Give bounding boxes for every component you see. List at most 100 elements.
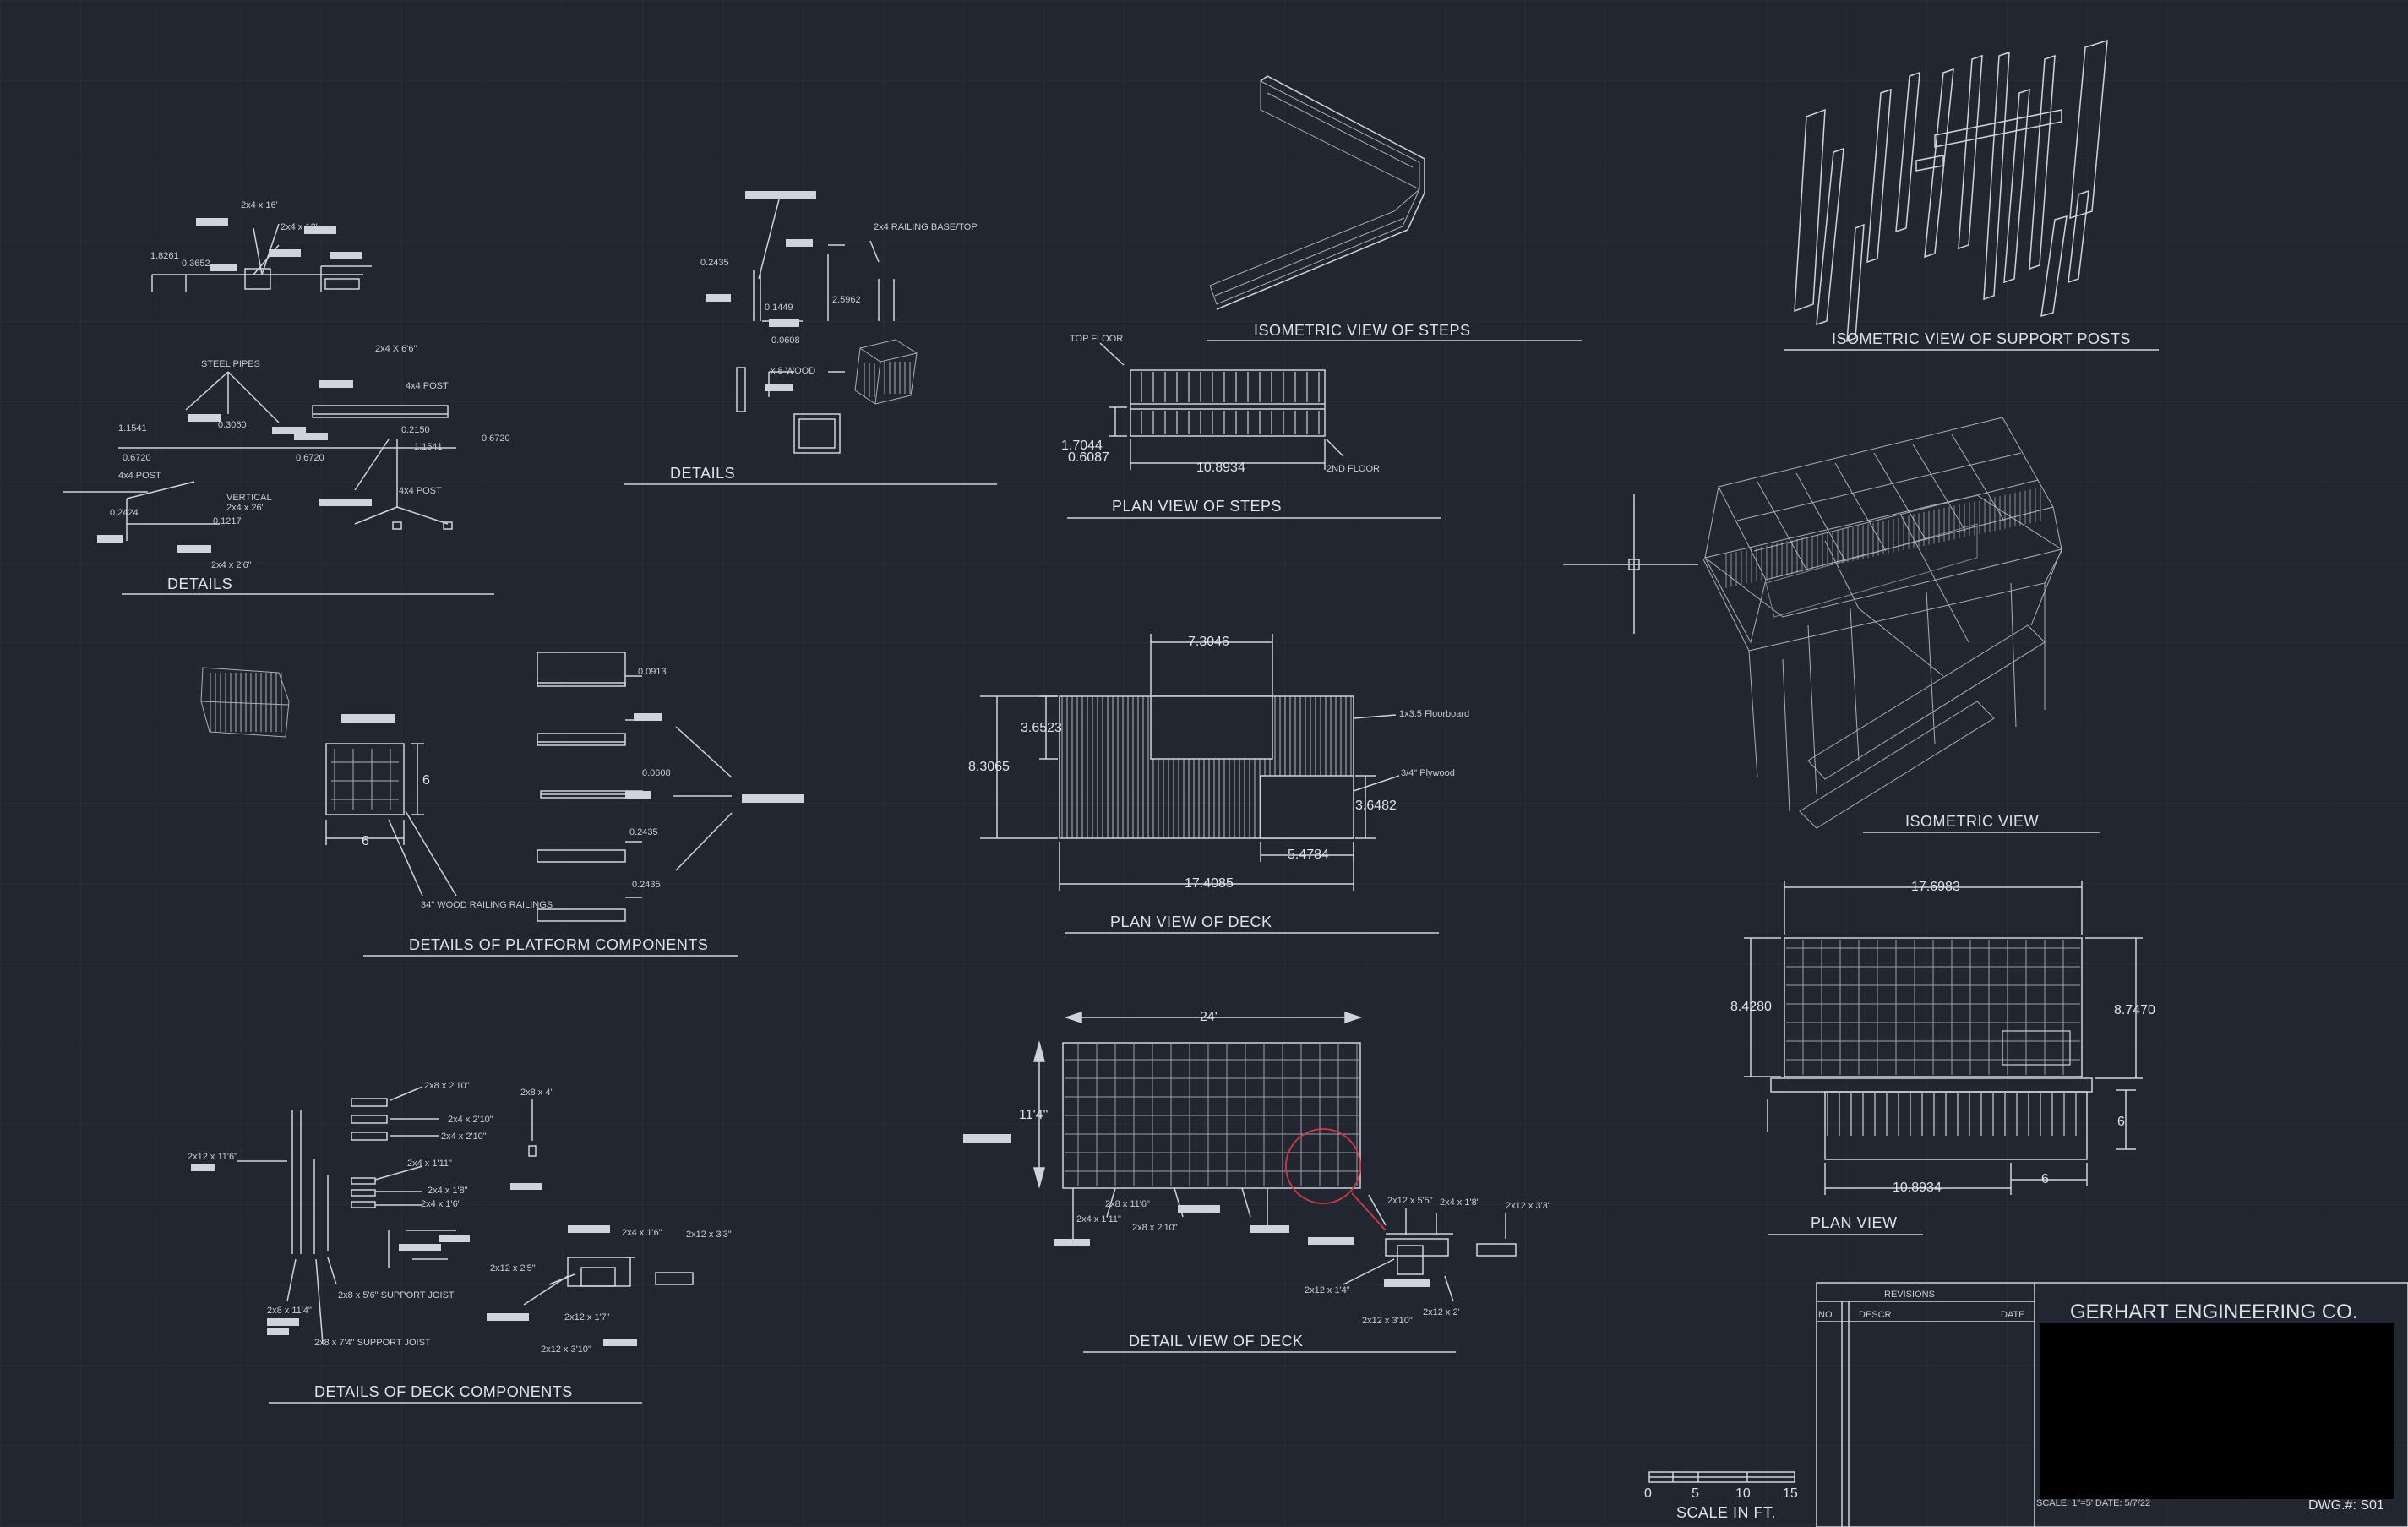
dim-pf-b: 6	[422, 773, 430, 788]
label-2x8-210: 2x8 x 2'10"	[424, 1081, 470, 1091]
plan-view-deck: 7.3046 3.6523 8.3065 3.6482 5.4784 17.40…	[968, 634, 1469, 934]
col-date: DATE	[2001, 1310, 2025, 1320]
title-iso-steps: ISOMETRIC VIEW OF STEPS	[1254, 322, 1471, 339]
plan-view: 17.6983 8.4280 8.7470 6 10.8934 6 PLAN V…	[1730, 880, 2155, 1235]
label-dv-2x12-14: 2x12 x 1'4"	[1305, 1285, 1350, 1295]
label-4x4-post-a: 4x4 POST	[406, 381, 449, 391]
dim-pv-f: 6	[2041, 1172, 2049, 1186]
scale-tick-5: 5	[1692, 1486, 1699, 1501]
dim-d1-h: 0.6720	[296, 453, 324, 463]
title-iso-posts: ISOMETRIC VIEW OF SUPPORT POSTS	[1832, 330, 2131, 347]
label-plywood: 3/4" Plywood	[1401, 768, 1455, 778]
dim-pf-f: 0.2435	[632, 880, 661, 890]
scale-tick-10: 10	[1735, 1486, 1751, 1501]
title-details-1: DETAILS	[167, 575, 232, 592]
col-descr: DESCR	[1859, 1310, 1892, 1320]
highlight-circle	[1285, 1128, 1361, 1204]
label-railing-base-text: 2x4 RAILING BASE/TOP	[874, 222, 978, 232]
dim-d1-f: 0.2150	[401, 425, 430, 435]
dim-pd-f: 17.4085	[1185, 876, 1234, 891]
label-dv-2x4-11: 2x4 x 1'11"	[1076, 1214, 1121, 1224]
label-2x12-33: 2x12 x 3'3"	[686, 1230, 732, 1240]
dim-d1-a: 1.8261	[150, 251, 179, 261]
label-railing-base: 2x4 RAILING BASE/TOP	[874, 222, 978, 232]
railing-cube	[854, 339, 918, 405]
dim-d2-d: 0.0608	[771, 335, 800, 346]
dim-dd-a: 24'	[1200, 1010, 1218, 1024]
label-2x4-26: 2x4 x 26"	[226, 503, 265, 513]
dim-d2-a: 0.2435	[700, 258, 729, 268]
label-4x4-post-c: 4x4 POST	[399, 486, 442, 496]
label-2x4-18: 2x4 x 1'8"	[428, 1186, 468, 1196]
details-group-1: 2x4 x 16' 2x4 x 12' 1.8261 0.3652	[63, 200, 510, 595]
dim-pf-a: 6	[362, 834, 369, 848]
label-support-joist-b: 2x8 x 7'4" SUPPORT JOIST	[314, 1338, 431, 1348]
dim-pv-c: 8.7470	[2114, 1003, 2155, 1017]
dim-d1-c: 1.1541	[118, 423, 147, 434]
col-no: NO.	[1818, 1310, 1835, 1320]
dim-d1-b: 0.3652	[182, 259, 210, 269]
dim-d1-d: 0.3060	[218, 420, 247, 430]
revisions-header: REVISIONS	[1884, 1290, 1935, 1300]
scale-tick-15: 15	[1783, 1486, 1798, 1501]
label-dv-2x12-310: 2x12 x 3'10"	[1362, 1316, 1413, 1326]
company-name: GERHART ENGINEERING CO.	[2070, 1301, 2358, 1323]
label-2x4-210b: 2x4 x 2'10"	[441, 1132, 487, 1142]
label-support-joist-a: 2x8 x 5'6" SUPPORT JOIST	[338, 1290, 455, 1301]
dim-d1-k: 0.1217	[213, 516, 242, 526]
dim-pd-c: 8.3065	[968, 760, 1010, 774]
label-dv-2x12-2: 2x12 x 2'	[1423, 1307, 1460, 1317]
title-detail-deck: DETAIL VIEW OF DECK	[1129, 1333, 1304, 1350]
label-2x4-12: 2x4 x 12'	[281, 222, 318, 232]
isometric-support-posts	[1784, 39, 2159, 351]
label-dv-2x12-33: 2x12 x 3'3"	[1506, 1201, 1551, 1211]
label-floorboard: 1x3.5 Floorboard	[1399, 709, 1469, 719]
dim-dd-b: 11'4"	[1019, 1108, 1048, 1122]
crosshair	[1563, 494, 1698, 634]
dim-pd-e: 5.4784	[1288, 848, 1329, 862]
dim-pv-a: 17.6983	[1911, 880, 1960, 894]
dim-st-c: 10.8934	[1196, 461, 1245, 475]
label-2x4-16c: 2x4 x 1'6"	[622, 1228, 662, 1238]
label-2x4-16b: 2x4 x 1'6"	[421, 1199, 461, 1209]
scale-tick-0: 0	[1644, 1486, 1652, 1501]
label-2x12-116: 2x12 x 11'6"	[188, 1152, 237, 1162]
dim-pv-d: 10.8934	[1893, 1181, 1942, 1195]
dwg-number: DWG.#: S01	[2308, 1498, 2384, 1513]
label-dv-2x4-18: 2x4 x 1'8"	[1440, 1197, 1480, 1208]
dim-pd-d: 3.6482	[1355, 799, 1397, 813]
label-wood-railing: 34" WOOD RAILING RAILINGS	[421, 900, 553, 910]
label-wood: x 8 WOOD	[771, 366, 815, 376]
scale-bar: 0 5 10 15 SCALE IN FT.	[1644, 1471, 1798, 1521]
dim-pv-e: 6	[2117, 1115, 2125, 1129]
scale-note: SCALE: 1"=5' DATE: 5/7/22	[2036, 1498, 2150, 1508]
label-2x8-114: 2x8 x 11'4"	[267, 1306, 312, 1316]
label-2x12-25: 2x12 x 2'5"	[490, 1263, 536, 1273]
label-2x4-x6: 2x4 X 6'6"	[375, 344, 417, 354]
title-details-2: DETAILS	[670, 465, 735, 482]
isometric-steps: ISOMETRIC VIEW OF STEPS	[1207, 75, 1582, 341]
platform-mini-iso	[200, 667, 290, 738]
redacted-block	[2040, 1323, 2394, 1499]
dim-pf-d: 0.0608	[642, 768, 671, 778]
isometric-main: ISOMETRIC VIEW	[1563, 417, 2100, 833]
dim-pv-b: 8.4280	[1730, 1000, 1772, 1014]
dim-d1-j: 0.2424	[110, 508, 139, 518]
label-dv-2x8-210: 2x8 x 2'10"	[1132, 1223, 1178, 1233]
label-steel-pipes: STEEL PIPES	[201, 359, 260, 369]
dim-d1-g: 1.1541	[414, 442, 443, 452]
label-2x4-26b: 2x4 x 2'6"	[211, 560, 252, 570]
platform-components: 6 6 34" WOOD RAILING RAILINGS 0.0913 0.	[200, 652, 804, 957]
label-vertical: VERTICAL	[226, 493, 272, 503]
label-2x8-4: 2x8 x 4"	[520, 1088, 553, 1098]
label-2x4-11: 2x4 x 1'11"	[407, 1159, 452, 1169]
label-second-floor: 2ND FLOOR	[1327, 464, 1380, 474]
title-plan-steps: PLAN VIEW OF STEPS	[1112, 498, 1282, 515]
dim-d1-e: 0.6720	[123, 453, 151, 463]
dim-d2-c: 2.5962	[832, 295, 861, 305]
label-dv-2x12-55: 2x12 x 5'5"	[1387, 1196, 1433, 1206]
title-platform: DETAILS OF PLATFORM COMPONENTS	[409, 936, 708, 953]
title-plan-deck: PLAN VIEW OF DECK	[1110, 913, 1272, 930]
